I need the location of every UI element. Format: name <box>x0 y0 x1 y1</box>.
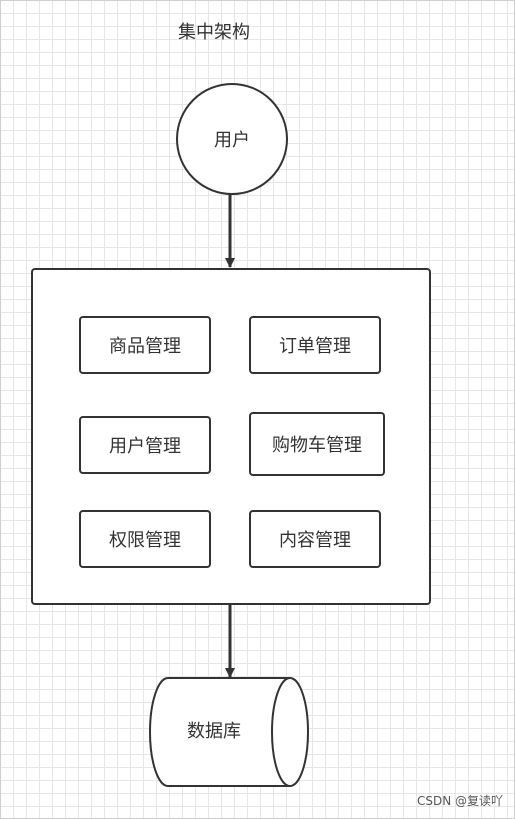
module-permission-management: 权限管理 <box>79 510 211 568</box>
database-node <box>149 677 309 787</box>
module-product-management: 商品管理 <box>79 316 211 374</box>
module-label: 商品管理 <box>109 336 181 357</box>
module-cart-management: 购物车管理 <box>249 412 385 476</box>
watermark: CSDN @复读吖 <box>416 794 503 808</box>
module-label: 购物车管理 <box>272 435 362 456</box>
module-user-management: 用户管理 <box>79 416 211 474</box>
module-label: 权限管理 <box>109 530 181 551</box>
module-order-management: 订单管理 <box>249 316 381 374</box>
database-edge <box>271 677 291 787</box>
database-label: 数据库 <box>187 721 241 742</box>
module-label: 内容管理 <box>279 530 351 551</box>
user-node: 用户 <box>176 83 288 195</box>
user-node-label: 用户 <box>214 130 250 151</box>
module-label: 用户管理 <box>109 436 181 457</box>
system-container: 商品管理 订单管理 用户管理 购物车管理 权限管理 内容管理 <box>31 268 431 605</box>
diagram-title: 集中架构 <box>178 22 250 43</box>
module-content-management: 内容管理 <box>249 510 381 568</box>
module-label: 订单管理 <box>279 336 351 357</box>
